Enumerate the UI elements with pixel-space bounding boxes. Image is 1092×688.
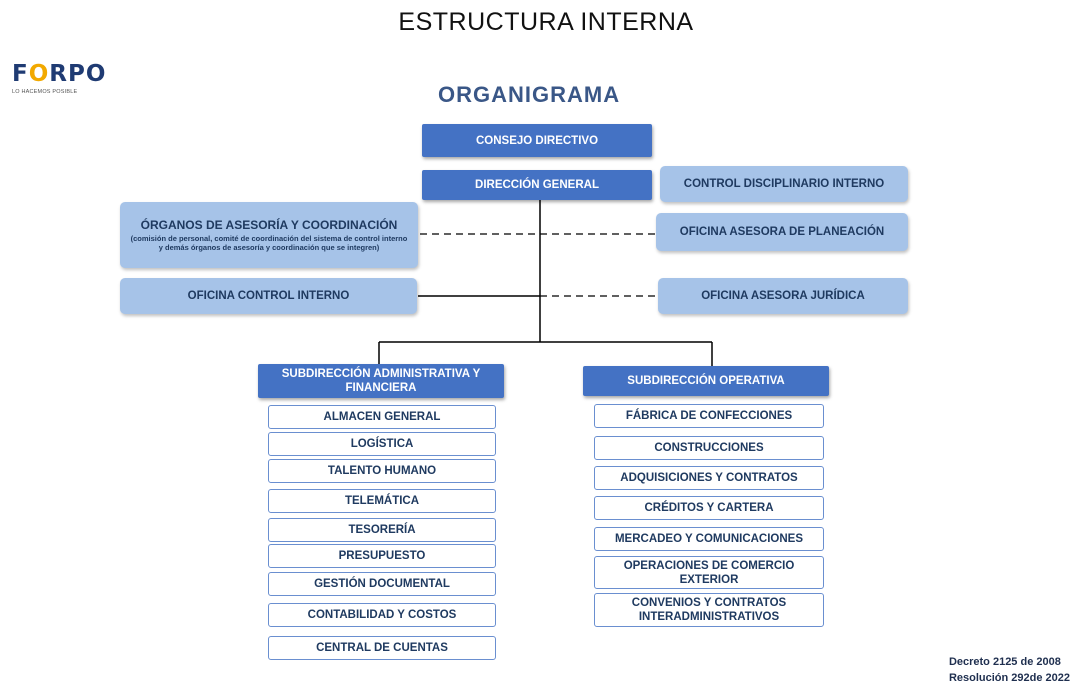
resolucion-text: Resolución 292de 2022 [948, 672, 1070, 684]
admin-unit: GESTIÓN DOCUMENTAL [268, 572, 496, 596]
page-title: ESTRUCTURA INTERNA [398, 8, 694, 36]
admin-unit: ALMACEN GENERAL [268, 405, 496, 429]
direccion-general-box: DIRECCIÓN GENERAL [422, 170, 652, 200]
admin-unit: CENTRAL DE CUENTAS [268, 636, 496, 660]
control-interno-box: OFICINA CONTROL INTERNO [120, 278, 417, 314]
oper-unit: CONVENIOS Y CONTRATOS INTERADMINISTRATIV… [594, 593, 824, 627]
oper-unit: OPERACIONES DE COMERCIO EXTERIOR [594, 556, 824, 589]
sub-operativa-box: SUBDIRECCIÓN OPERATIVA [583, 366, 829, 396]
organos-asesoria-description: (comisión de personal, comité de coordin… [130, 234, 408, 252]
sub-admin-box: SUBDIRECCIÓN ADMINISTRATIVA Y FINANCIERA [258, 364, 504, 398]
admin-unit: PRESUPUESTO [268, 544, 496, 568]
forpo-logo: FORPO LO HACEMOS POSIBLE [12, 62, 112, 95]
admin-unit: LOGÍSTICA [268, 432, 496, 456]
admin-unit: TALENTO HUMANO [268, 459, 496, 483]
juridica-box: OFICINA ASESORA JURÍDICA [658, 278, 908, 314]
oper-unit: CRÉDITOS Y CARTERA [594, 496, 824, 520]
logo-wordmark: FORPO [12, 61, 107, 87]
oper-unit: CONSTRUCCIONES [594, 436, 824, 460]
oper-unit: MERCADEO Y COMUNICACIONES [594, 527, 824, 551]
admin-unit: CONTABILIDAD Y COSTOS [268, 603, 496, 627]
org-chart-title: ORGANIGRAMA [438, 82, 621, 107]
admin-unit: TESORERÍA [268, 518, 496, 542]
decreto-text: Decreto 2125 de 2008 [948, 656, 1061, 668]
logo-tagline: LO HACEMOS POSIBLE [12, 89, 78, 95]
organos-asesoria-title: ÓRGANOS DE ASESORÍA Y COORDINACIÓN [140, 218, 398, 232]
organos-asesoria-box: ÓRGANOS DE ASESORÍA Y COORDINACIÓN (comi… [120, 202, 418, 268]
footer-references: Decreto 2125 de 2008 Resolución 292de 20… [949, 654, 1070, 686]
oper-unit: FÁBRICA DE CONFECCIONES [594, 404, 824, 428]
admin-unit: TELEMÁTICA [268, 489, 496, 513]
oper-unit: ADQUISICIONES Y CONTRATOS [594, 466, 824, 490]
control-disciplinario-box: CONTROL DISCIPLINARIO INTERNO [660, 166, 908, 202]
planeacion-box: OFICINA ASESORA DE PLANEACIÓN [656, 213, 908, 251]
consejo-directivo-box: CONSEJO DIRECTIVO [422, 124, 652, 157]
